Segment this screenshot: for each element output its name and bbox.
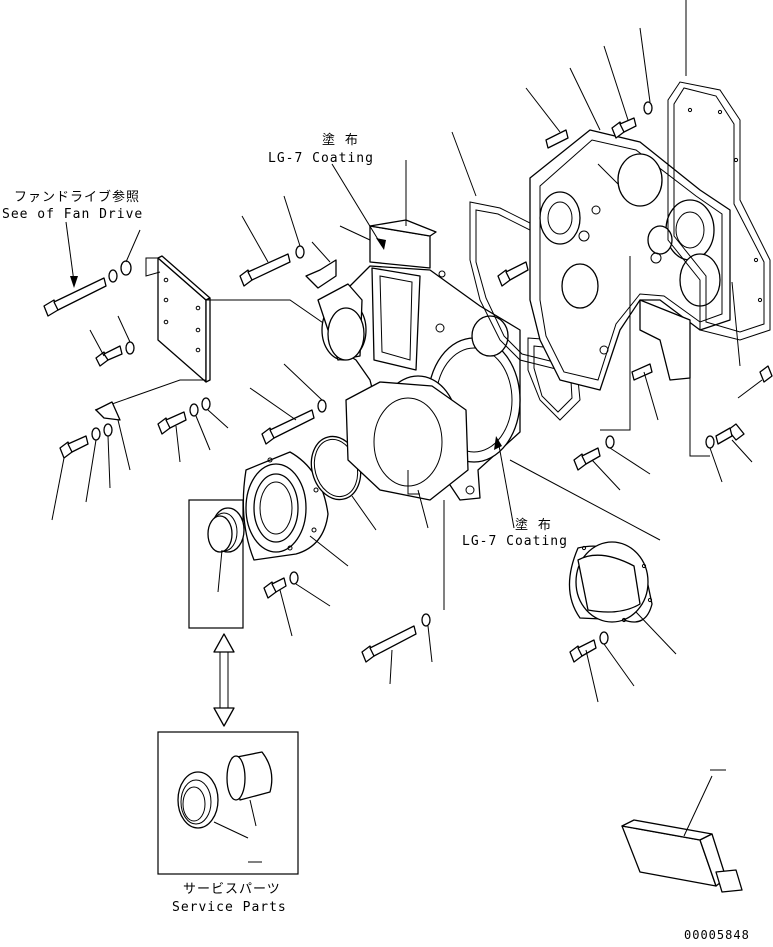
coating-label-mid-en: LG-7 Coating: [462, 534, 568, 549]
front-gear-case: [317, 219, 521, 501]
cover-cap: [568, 541, 677, 655]
bolt-cap: [569, 631, 635, 703]
dowel-pin-right: [631, 363, 659, 421]
tool-shaft: [621, 769, 743, 893]
bolt-top-right: [603, 27, 653, 139]
drawing-number: 00005848: [684, 928, 750, 942]
bracket-clip: [95, 401, 131, 471]
bolt-lower-left: [51, 423, 113, 521]
bolt-mid-right: [573, 435, 651, 491]
service-parts-label-jp: サービスパーツ: [183, 882, 281, 897]
front-plate: [529, 129, 731, 391]
plate-lower-guide: [94, 379, 206, 411]
long-bolt-fan-drive: [43, 229, 141, 317]
seal-detail-box: [188, 499, 244, 629]
service-parts-box: [157, 731, 299, 875]
cap-guide-line: [509, 459, 661, 541]
service-parts-label-en: Service Parts: [172, 900, 287, 915]
coating-lead-mid: [497, 439, 515, 529]
bolt-right: [689, 330, 753, 483]
bolt-left-mid: [89, 315, 135, 367]
coating-lead-top: [331, 163, 383, 247]
dowel-pin-top: [525, 87, 569, 149]
case-bracket: [305, 241, 337, 289]
oil-seal: [207, 507, 245, 593]
front-plate-lower-tab: [639, 299, 691, 381]
double-arrow: [213, 633, 235, 727]
coating-label-top-jp: 塗 布: [322, 132, 359, 148]
fan-drive-label-en: See of Fan Drive: [2, 207, 143, 222]
bolt-housing: [263, 571, 331, 637]
fan-drive-arrow: [65, 221, 78, 288]
service-lead: [213, 821, 249, 839]
long-bolt-bottom: [361, 613, 433, 685]
bolt-mid-center: [249, 363, 327, 445]
bolt-right-small: [737, 365, 773, 399]
case-lead-top: [339, 225, 371, 241]
fan-drive-cover-plate: [157, 255, 211, 383]
coating-label-top-en: LG-7 Coating: [268, 151, 374, 166]
bolt-top-center: [239, 195, 305, 287]
plate-bracket: [145, 257, 161, 277]
coating-label-mid-jp: 塗 布: [515, 517, 552, 533]
fan-drive-label-jp: ファンドライブ参照: [14, 189, 140, 205]
front-plate-gasket: [667, 81, 771, 341]
front-seal-housing: [242, 451, 349, 567]
service-sleeve: [226, 751, 273, 801]
service-oil-seal: [177, 771, 219, 829]
bolt-lower-center: [157, 397, 229, 463]
